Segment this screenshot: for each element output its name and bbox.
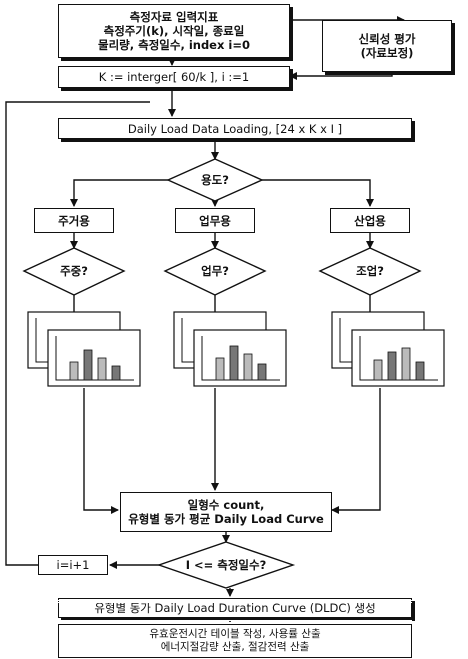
average-box-line2: 유형별 동가 평균 Daily Load Curve	[128, 512, 324, 526]
input-box-line1: 측정자료 입력지표	[130, 10, 219, 24]
dldc-box: 유형별 동가 Daily Load Duration Curve (DLDC) …	[58, 598, 412, 618]
usage-decision: 용도?	[168, 170, 262, 190]
days-decision: I <= 측정일수?	[168, 555, 284, 575]
decision-operation: 조업?	[326, 261, 414, 281]
reliability-line1: 신뢰성 평가	[359, 32, 416, 46]
reliability-box: 신뢰성 평가 (자료보정)	[322, 20, 452, 72]
table-calc-box	[58, 620, 412, 621]
thumbnail-bar	[70, 362, 78, 380]
load-curve-thumbnails-industrial	[330, 310, 448, 390]
thumbnail-bar	[216, 358, 224, 380]
input-box-line3: 물리량, 측정일수, index i=0	[98, 38, 250, 52]
thumbnail-bar	[98, 358, 106, 380]
thumbnail-bar	[84, 350, 92, 380]
thumbnail-bar	[402, 348, 410, 380]
efficiency-table-box	[58, 602, 412, 603]
decision-business: 업무?	[171, 261, 259, 281]
thumbnail-card	[48, 330, 140, 386]
reliability-line2: (자료보정)	[361, 46, 414, 60]
thumbnail-bar	[258, 364, 266, 380]
input-box-line2: 측정주기(k), 시작일, 종료일	[104, 24, 245, 38]
thumbnail-bar	[416, 362, 424, 380]
category-residential-box: 주거용	[34, 208, 114, 233]
average-daily-load-box: 일형수 count, 유형별 동가 평균 Daily Load Curve	[120, 492, 332, 532]
table-box-line1: 유효운전시간 테이블 작성, 사용률 산출	[149, 628, 320, 641]
decision-weekday: 주중?	[30, 261, 118, 281]
usage-energy-table-box	[58, 622, 412, 623]
increment-box: i=i+1	[38, 555, 108, 575]
thumbnail-bar	[374, 360, 382, 380]
thumbnail-bar	[230, 346, 238, 380]
thumbnail-bar	[244, 354, 252, 380]
thumbnail-card	[352, 330, 444, 386]
daily-load-loading-box: Daily Load Data Loading, [24 x K x I ]	[58, 118, 412, 139]
category-industrial-box: 산업용	[330, 208, 410, 233]
thumbnail-bar	[388, 352, 396, 380]
thumbnail-bar	[112, 366, 120, 380]
load-curve-thumbnails-residential	[26, 310, 144, 390]
average-box-line1: 일형수 count,	[188, 498, 265, 512]
load-curve-thumbnails-office	[172, 310, 290, 390]
calc-table-box: 유효운전시간 테이블 작성, 사용률 산출 에너지절감량 산출, 절감전력 산출	[58, 624, 412, 658]
input-parameters-box: 측정자료 입력지표 측정주기(k), 시작일, 종료일 물리량, 측정일수, i…	[58, 4, 290, 58]
usage-rate-table-box	[58, 600, 412, 601]
table-box-line2: 에너지절감량 산출, 절감전력 산출	[161, 641, 310, 654]
k-init-box: K := interger[ 60/k ], i :=1	[58, 66, 290, 88]
thumbnail-card	[194, 330, 286, 386]
category-office-box: 업무용	[175, 208, 255, 233]
